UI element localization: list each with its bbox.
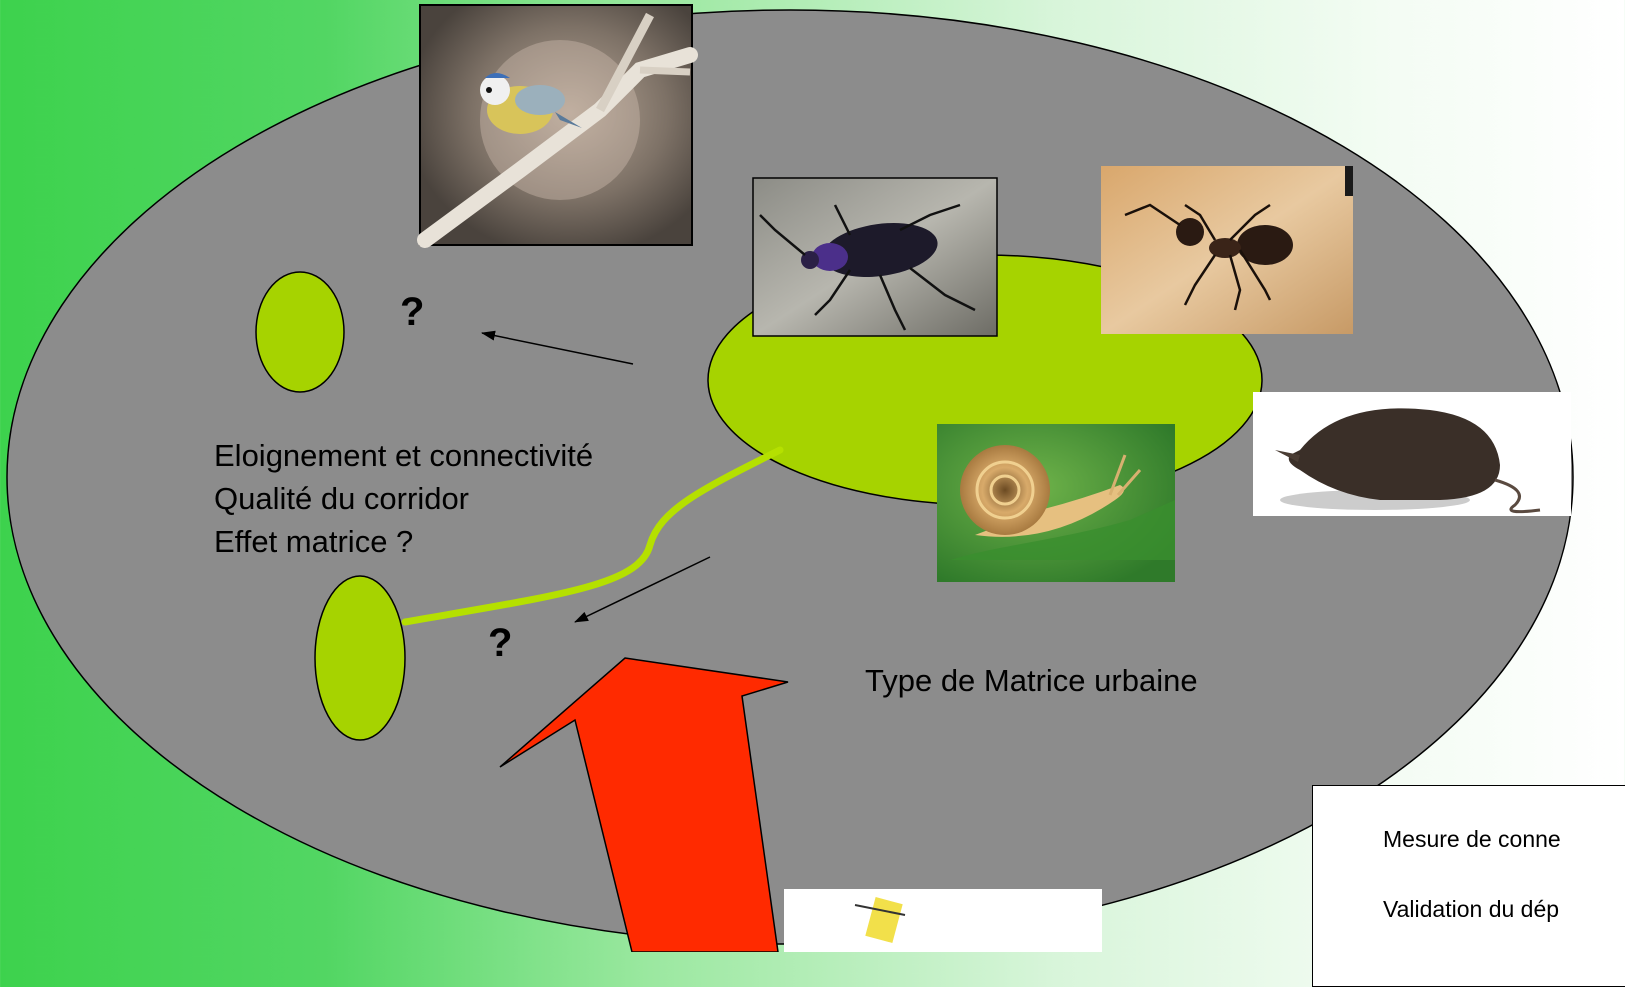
small-habitat-patch-bottom — [315, 576, 405, 740]
ant-photo — [1101, 166, 1353, 334]
info-line-validation: Validation du dép — [1383, 896, 1559, 923]
question-mark-bottom: ? — [488, 621, 512, 666]
label-corridor-quality: Qualité du corridor — [214, 481, 469, 517]
label-urban-matrix-type: Type de Matrice urbaine — [865, 663, 1198, 699]
question-mark-top: ? — [400, 290, 424, 335]
shrew-photo — [1253, 392, 1571, 516]
small-habitat-patch-top — [256, 272, 344, 392]
device-photo — [784, 889, 1102, 952]
slide: Eloignement et connectivité Qualité du c… — [0, 0, 1625, 952]
snail-photo — [937, 424, 1175, 582]
blue-tit-photo — [420, 5, 692, 245]
info-line-measure: Mesure de conne — [1383, 826, 1561, 853]
info-box: Mesure de conne Validation du dép — [1312, 785, 1625, 987]
label-distance-connectivity: Eloignement et connectivité — [214, 438, 593, 474]
ground-beetle-photo — [753, 178, 997, 336]
label-matrix-effect: Effet matrice ? — [214, 524, 413, 560]
